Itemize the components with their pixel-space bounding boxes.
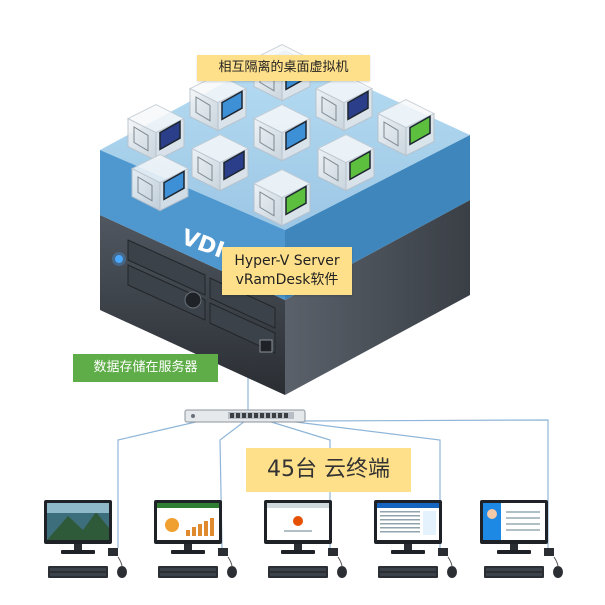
client-terminal [480, 500, 563, 578]
hyperv-line1: Hyper-V Server [234, 253, 340, 269]
server-button [184, 291, 202, 309]
vm-cube [130, 154, 190, 212]
hyperv-callout: Hyper-V Server vRamDesk软件 [222, 247, 352, 295]
thin-client-box [218, 548, 228, 556]
server-side [285, 200, 470, 395]
clients-callout: 45台 云终端 [246, 448, 411, 492]
vm-cube [252, 169, 312, 227]
mouse [447, 566, 457, 578]
storage-callout-text: 数据存储在服务器 [93, 360, 198, 375]
vm-cube [376, 99, 436, 157]
mouse [117, 566, 127, 578]
thin-client-box [328, 548, 338, 556]
keyboard [268, 566, 328, 578]
network-switch [184, 409, 306, 423]
server-power-led-glow [112, 252, 126, 266]
client-terminal [374, 500, 457, 578]
server-port [259, 339, 273, 353]
mouse [227, 566, 237, 578]
vm-cube [316, 134, 376, 192]
vm-cube [314, 74, 374, 132]
thin-client-terminals [44, 500, 563, 578]
thin-client-box [544, 548, 554, 556]
vm-callout-text: 相互隔离的桌面虚拟机 [218, 60, 349, 75]
storage-callout: 数据存储在服务器 [73, 354, 218, 382]
vm-cube [126, 104, 186, 162]
hyperv-line2: vRamDesk软件 [235, 272, 339, 288]
vm-cube [190, 134, 250, 192]
vm-cube [188, 74, 248, 132]
mouse [337, 566, 347, 578]
server-power-led [115, 255, 123, 263]
client-terminal [44, 500, 127, 578]
thin-client-box [108, 548, 118, 556]
vm-cube [252, 104, 312, 162]
thin-client-box [438, 548, 448, 556]
keyboard [484, 566, 544, 578]
client-terminal [264, 500, 347, 578]
client-terminal [154, 500, 237, 578]
mouse [553, 566, 563, 578]
keyboard [48, 566, 108, 578]
keyboard [158, 566, 218, 578]
keyboard [378, 566, 438, 578]
vm-callout: 相互隔离的桌面虚拟机 [197, 55, 370, 81]
clients-callout-text: 45台 云终端 [267, 457, 390, 482]
